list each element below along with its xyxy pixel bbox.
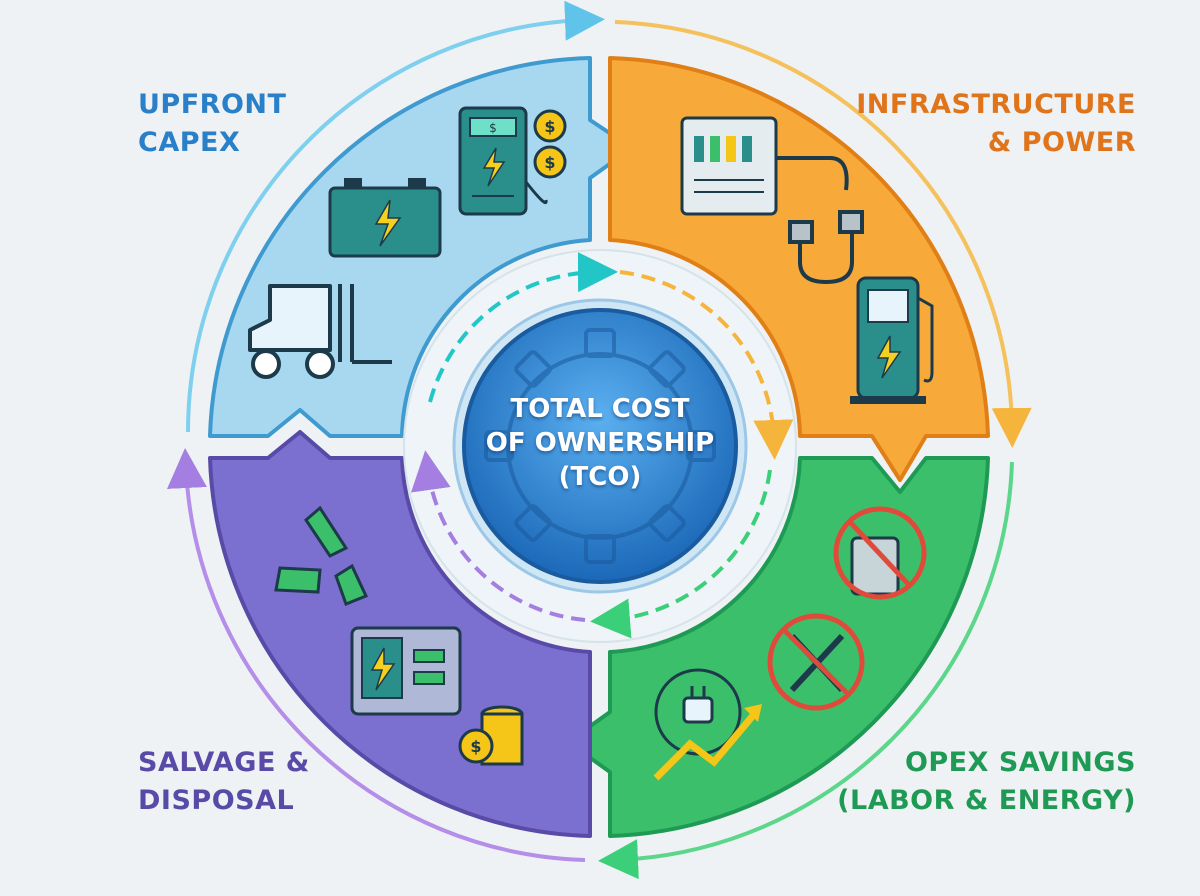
label-opex-savings: OPEX SAVINGS (LABOR & ENERGY) — [837, 744, 1136, 820]
label-line: SALVAGE & — [138, 747, 310, 778]
plug-trend-icon — [653, 668, 762, 781]
outer-arrow-salvage — [167, 448, 586, 862]
inner-arrow-orange — [619, 270, 794, 460]
electrical-panel-icon — [680, 116, 778, 216]
battery-module-icon — [350, 626, 462, 716]
inner-arrow-purple — [410, 450, 586, 622]
coin-icon: $ $ — [533, 109, 567, 179]
label-upfront-capex: UPFRONT CAPEX — [138, 86, 286, 162]
svg-text:$: $ — [489, 121, 497, 135]
cable-icon — [776, 156, 864, 285]
label-line: OPEX SAVINGS — [904, 747, 1136, 778]
outer-arrow-opex — [598, 461, 1014, 880]
label-line: CAPEX — [138, 127, 241, 158]
no-fuel-icon — [833, 506, 927, 600]
svg-text:$: $ — [544, 153, 555, 172]
label-line: & POWER — [987, 127, 1136, 158]
inner-arrow-green — [590, 469, 772, 639]
tco-title-line: (TCO) — [558, 462, 642, 492]
svg-text:$: $ — [470, 737, 481, 756]
battery-icon — [328, 178, 442, 258]
label-infrastructure-power: INFRASTRUCTURE & POWER — [856, 86, 1136, 162]
inner-arrow-teal — [428, 252, 618, 403]
gear-icon — [452, 298, 748, 594]
label-line: INFRASTRUCTURE — [856, 89, 1136, 120]
no-maintenance-icon — [767, 613, 865, 711]
tco-title-line: TOTAL COST — [510, 394, 690, 424]
tco-title: TOTAL COST OF OWNERSHIP (TCO) — [460, 392, 740, 494]
charging-station-icon — [850, 276, 934, 404]
outer-arrow-infra — [614, 20, 1032, 448]
coin-stack-icon: $ — [458, 705, 524, 766]
label-salvage-disposal: SALVAGE & DISPOSAL — [138, 744, 310, 820]
svg-text:$: $ — [544, 117, 555, 136]
label-line: (LABOR & ENERGY) — [837, 785, 1136, 816]
label-line: UPFRONT — [138, 89, 287, 120]
charger-icon: $ — [458, 106, 548, 216]
outer-arrow-capex — [186, 0, 605, 433]
tco-title-line: OF OWNERSHIP — [485, 428, 715, 458]
forklift-icon — [248, 284, 392, 379]
label-line: DISPOSAL — [138, 785, 295, 816]
recycle-icon — [274, 505, 369, 606]
